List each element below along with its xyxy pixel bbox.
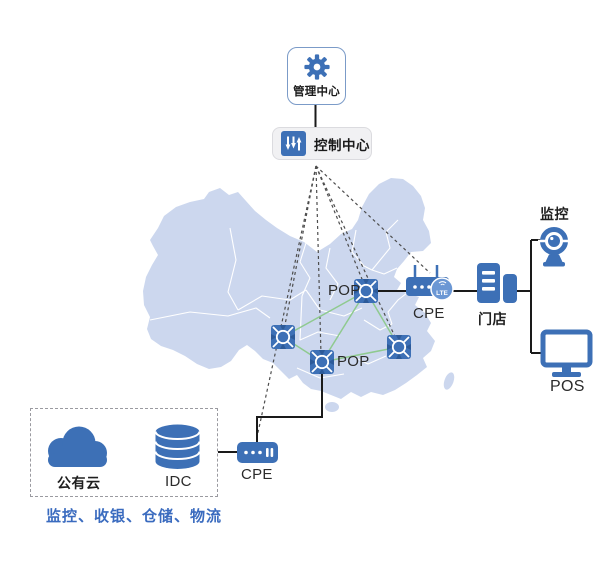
idc-database-icon bbox=[154, 424, 201, 470]
camera-icon bbox=[538, 224, 570, 267]
sliders-icon bbox=[281, 131, 306, 156]
control-center-label: 控制中心 bbox=[314, 137, 370, 153]
monitor-label: 监控 bbox=[540, 206, 569, 222]
pop-node-icon-west bbox=[271, 325, 295, 349]
pop-node-icon-south bbox=[310, 350, 334, 374]
pop-node-icon-east bbox=[387, 335, 411, 359]
store-cpe-label: CPE bbox=[413, 305, 445, 322]
dc-cpe-label: CPE bbox=[241, 466, 273, 483]
control-dashed-links bbox=[256, 165, 431, 438]
pop-north-label: POP bbox=[328, 282, 361, 299]
pos-label: POS bbox=[550, 378, 585, 395]
idc-label: IDC bbox=[165, 473, 192, 490]
router-icon: LTE bbox=[406, 265, 454, 301]
store-label: 门店 bbox=[478, 311, 507, 327]
taiwan-island bbox=[443, 372, 455, 390]
hainan-island bbox=[325, 402, 339, 412]
public-cloud-label: 公有云 bbox=[57, 475, 101, 491]
datacenter-group-box bbox=[30, 408, 218, 497]
cloud-icon bbox=[48, 426, 107, 467]
pos-monitor-icon bbox=[540, 329, 593, 377]
storefront-icon bbox=[477, 263, 517, 303]
control-center-node: 控制中心 bbox=[272, 127, 372, 160]
solid-links bbox=[218, 105, 542, 453]
services-label: 监控、收银、仓储、物流 bbox=[46, 508, 223, 525]
pop-node-icons bbox=[271, 279, 411, 374]
pop-node-icon-north bbox=[354, 279, 378, 303]
link-pop-dc-cpe bbox=[256, 374, 323, 443]
cpe-device-icon bbox=[237, 442, 278, 463]
gear-icon bbox=[303, 54, 330, 80]
lte-badge: LTE bbox=[430, 277, 454, 301]
management-center-node: 管理中心 bbox=[287, 47, 346, 105]
management-center-label: 管理中心 bbox=[293, 86, 340, 98]
svg-text:LTE: LTE bbox=[436, 290, 448, 297]
pop-south-label: POP bbox=[337, 353, 370, 370]
